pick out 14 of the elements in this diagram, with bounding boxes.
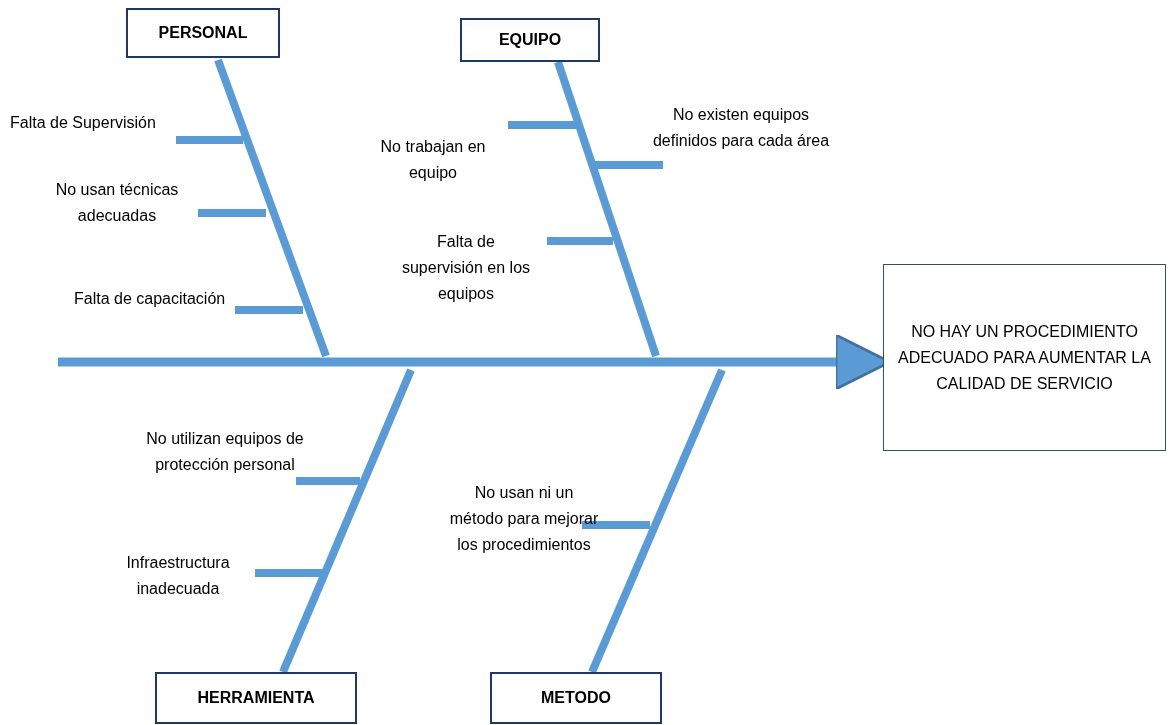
- cause-label: Falta de Supervisión: [10, 113, 157, 133]
- effect-box: NO HAY UN PROCEDIMIENTO ADECUADO PARA AUMENTAR LA CALIDAD DE SERVICIO: [883, 264, 1166, 451]
- category-box: PERSONAL: [126, 8, 280, 58]
- cause-label: No usan técnicas adecuadas: [54, 180, 180, 226]
- cause-label: No utilizan equipos de protección personal: [145, 429, 305, 475]
- cause-label: No usan ni un método para mejorar los procedimientos: [449, 483, 599, 555]
- cause-label: Infraestructura inadecuada: [125, 553, 231, 599]
- cause-label: No existen equipos definidos para cada área: [651, 105, 831, 151]
- category-box: HERRAMIENTA: [155, 672, 357, 724]
- cause-label: Falta de capacitación: [74, 289, 227, 309]
- category-box: EQUIPO: [460, 18, 600, 62]
- category-box: METODO: [490, 672, 662, 724]
- cause-label: No trabajan en equipo: [379, 137, 487, 183]
- cause-label: Falta de supervisión en los equipos: [400, 232, 532, 304]
